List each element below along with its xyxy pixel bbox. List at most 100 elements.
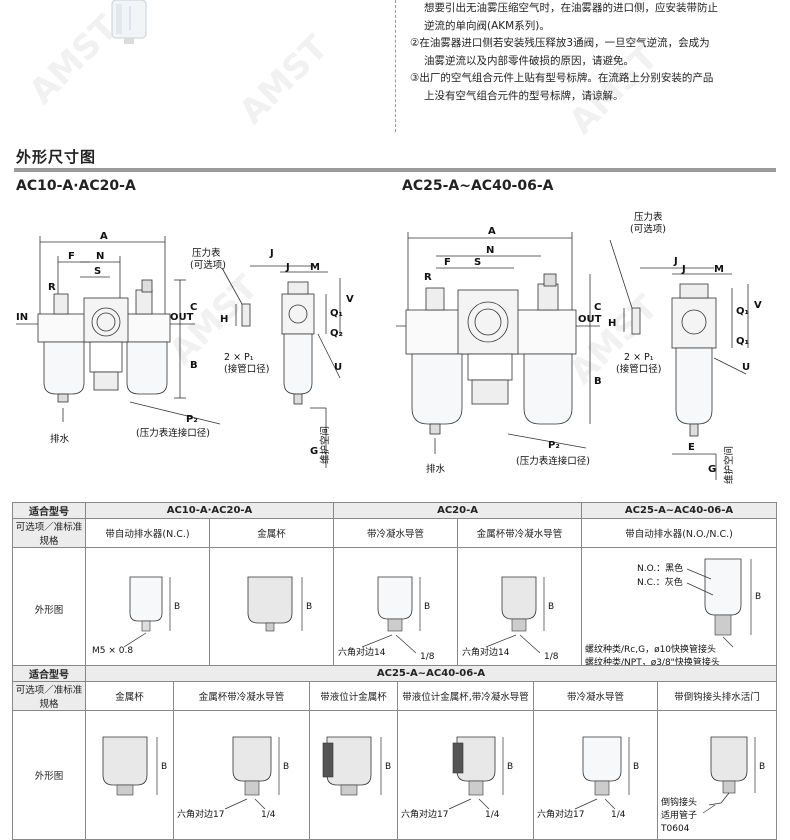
dim-Q1: Q₁ [330, 308, 343, 319]
label-pipe: (接管口径) [224, 363, 269, 375]
label-hex17: 六角对边17 [537, 808, 584, 820]
col-auto-drain-no-nc: 带自动排水器(N.O./N.C.) [582, 519, 777, 548]
dim-H: H [608, 318, 616, 329]
col-barb-drain: 带倒钩接头排水活门 [658, 682, 777, 711]
col-metal-drain-guide: 金属杯带冷凝水导管 [174, 682, 310, 711]
label-nc-gray: N.C.：灰色 [637, 576, 683, 588]
dim-A: A [100, 231, 108, 242]
label-1-4: 1/4 [485, 810, 500, 820]
dim-B: B [283, 762, 289, 772]
label-1-8: 1/8 [420, 652, 435, 662]
dim-G: G [310, 446, 318, 457]
group-ac20: AC20-A [334, 503, 582, 519]
dim-B: B [306, 602, 312, 612]
label-hex14: 六角对边14 [462, 646, 510, 658]
dim-R: R [424, 272, 432, 283]
dim-F: F [68, 251, 75, 262]
dim-S: S [94, 266, 101, 277]
dim-B: B [174, 602, 180, 612]
options-table-2: 适合型号 AC25-A~AC40-06-A 可选项／准标准规格 金属杯 金属杯带… [12, 665, 777, 840]
group-ac10-ac20: AC10-A·AC20-A [86, 503, 334, 519]
dim-H: H [220, 314, 228, 325]
dim-F: F [444, 257, 451, 268]
fig2-metal-bowl: B [87, 713, 173, 837]
watermark: AMST [232, 28, 337, 133]
dim-A: A [488, 226, 496, 237]
dim-B: B [759, 762, 765, 772]
dim-U: U [334, 362, 342, 373]
dim-C: C [594, 302, 601, 313]
fig-auto-drain-no-nc: B N.O.：黑色 N.C.：灰色 螺纹种类/Rc,G，ø10快换管接头 螺纹种… [583, 549, 775, 669]
fig-metal-bowl: B [212, 549, 332, 669]
dim-J: J [269, 248, 274, 259]
label-out: OUT [578, 314, 602, 325]
label-barb3: T0604 [660, 824, 690, 834]
dim-V: V [754, 300, 762, 311]
dim-B: B [424, 602, 430, 612]
col-level-metal: 带液位计金属杯 [310, 682, 398, 711]
col-drain-guide: 带冷凝水导管 [534, 682, 658, 711]
fig-drain-guide: B 六角对边14 1/8 [336, 549, 456, 669]
dim-B: B [594, 376, 602, 387]
dim-M: M [310, 262, 320, 273]
hdr-model: 适合型号 [13, 503, 86, 519]
col-auto-drain: 带自动排水器(N.C.) [86, 519, 210, 548]
fig2-drain-guide: B 六角对边17 1/4 [535, 713, 657, 837]
label-no-black: N.O.：黑色 [637, 562, 683, 574]
note-line: 想要引出无油雾压缩空气时，在油雾器的进口侧，应安装带防止 [410, 0, 780, 18]
dim-J: J [673, 256, 678, 267]
label-barb2: 适用管子 [661, 809, 697, 821]
dim-Q2: Q₂ [330, 328, 343, 339]
note-line: ③出厂的空气组合元件上贴有型号标牌。在流路上分别安装的产品 [410, 70, 780, 88]
hdr-spec: 可选项／准标准规格 [13, 519, 86, 548]
dim-J2: J [285, 262, 290, 273]
group-ac25-ac40: AC25-A~AC40-06-A [582, 503, 777, 519]
dim-B: B [190, 360, 198, 371]
dim-Q1: Q₁ [736, 306, 749, 317]
col-drain-guide: 带冷凝水导管 [334, 519, 458, 548]
label-drain: 排水 [50, 433, 70, 445]
col-level-metal-drain: 带液位计金属杯,带冷凝水导管 [398, 682, 534, 711]
label-gauge: 压力表 [634, 211, 663, 223]
label-in: IN [16, 312, 28, 323]
dim-B: B [548, 602, 554, 612]
fig-metal-drain-guide: B 六角对边14 1/8 [460, 549, 580, 669]
fig-auto-drain: B M5 × 0.8 [88, 549, 208, 669]
notes-block: 想要引出无油雾压缩空气时，在油雾器的进口侧，应安装带防止 逆流的单向阀(AKM系… [410, 0, 780, 105]
dim-N: N [486, 245, 494, 256]
dim-P1: 2 × P₁ [624, 352, 654, 363]
label-drain: 排水 [426, 463, 446, 475]
drawing-ac25-ac40: A N F S R C B IN OUT 压力表 (可选项) J J M V Q… [396, 198, 780, 488]
hdr-spec: 可选项／准标准规格 [13, 682, 86, 711]
col-metal-drain-guide: 金属杯带冷凝水导管 [458, 519, 582, 548]
fig2-level-metal: B [311, 713, 397, 837]
left-model-title: AC10-A·AC20-A [16, 178, 136, 194]
note-line: 逆流的单向阀(AKM系列)。 [410, 18, 780, 36]
dim-U: U [742, 362, 750, 373]
label-gauge-port: (压力表连接口径) [136, 427, 210, 439]
label-pipe: (接管口径) [616, 363, 661, 375]
label-hex17: 六角对边17 [177, 808, 224, 820]
dim-B: B [507, 762, 513, 772]
dim-J2: J [681, 264, 686, 275]
product-photo [100, 0, 160, 50]
label-1-4: 1/4 [261, 810, 276, 820]
label-maint: 维护空间 [723, 446, 735, 484]
dim-Q1b: Q₁ [736, 336, 749, 347]
dim-E: E [688, 442, 695, 453]
dim-B: B [633, 762, 639, 772]
label-gauge-port: (压力表连接口径) [516, 455, 590, 467]
dim-N: N [96, 251, 104, 262]
label-hex14: 六角对边14 [338, 646, 386, 658]
dim-M: M [714, 264, 724, 275]
right-model-title: AC25-A~AC40-06-A [402, 178, 554, 194]
label-thread1: 螺纹种类/Rc,G，ø10快换管接头 [585, 643, 716, 655]
section-title: 外形尺寸图 [16, 146, 96, 167]
dim-S: S [474, 257, 481, 268]
dim-P1: 2 × P₁ [224, 352, 254, 363]
label-1-4: 1/4 [611, 810, 626, 820]
section-rule [14, 168, 776, 172]
label-gauge-opt: (可选项) [190, 259, 226, 271]
dim-B: B [755, 592, 761, 602]
dim-V: V [346, 294, 354, 305]
